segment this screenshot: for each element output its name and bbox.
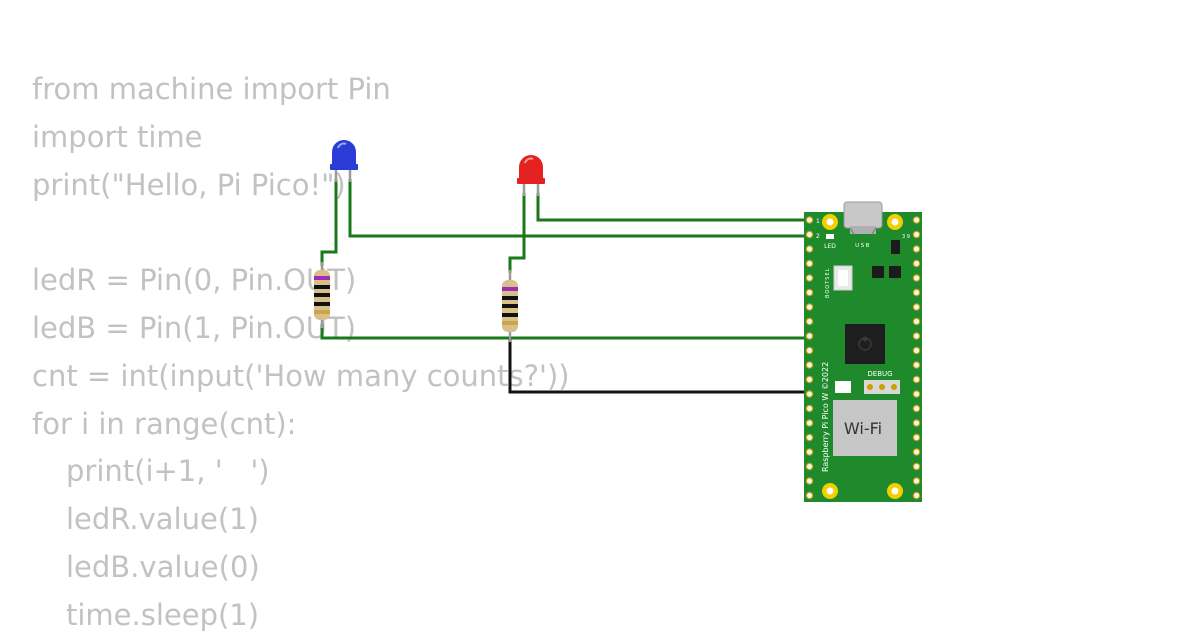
header-pin[interactable] (912, 332, 921, 340)
header-pin[interactable] (805, 491, 814, 500)
wires (320, 178, 814, 394)
header-pin[interactable] (805, 433, 814, 442)
onboard-led (826, 234, 834, 239)
code-line: cnt = int(input('How many counts?')) (32, 358, 570, 393)
header-pin[interactable] (805, 404, 814, 413)
header-pin[interactable] (805, 274, 814, 282)
header-pin[interactable] (912, 448, 921, 456)
rp2040-chip (845, 324, 885, 364)
code-line: for i in range(cnt): (32, 406, 297, 441)
code-listing: from machine import Pin import time print(… (32, 66, 570, 640)
header-pin[interactable] (805, 477, 814, 485)
header-pin[interactable] (912, 274, 921, 282)
code-line: from machine import Pin (32, 72, 391, 106)
resistor-blue-led[interactable] (314, 262, 330, 328)
header-pin[interactable] (912, 361, 921, 369)
header-pin[interactable] (912, 404, 921, 413)
header-pin[interactable] (805, 390, 814, 398)
code-line: ledR = Pin(0, Pin.OUT) (32, 263, 357, 298)
header-pin[interactable] (805, 375, 814, 384)
header-pin[interactable] (912, 288, 921, 297)
mounting-holes (822, 214, 903, 499)
pico-w-board[interactable]: LED USB 1 2 3 9 BOOTSEL DEBUG (804, 201, 922, 502)
blue-led[interactable] (330, 140, 358, 182)
bootsel-label: BOOTSEL (825, 268, 831, 298)
header-pin[interactable] (805, 346, 814, 355)
header-pin[interactable] (912, 477, 921, 485)
flash-chip-2 (889, 266, 901, 278)
red-led[interactable] (517, 155, 545, 196)
code-line: time.sleep(1) (66, 597, 260, 632)
debug-header (864, 380, 900, 394)
header-pin[interactable] (805, 419, 814, 427)
debug-label: DEBUG (867, 370, 892, 378)
header-pin[interactable] (912, 419, 921, 427)
code-line: ledB.value(0) (66, 549, 260, 584)
header-pin[interactable] (805, 288, 814, 297)
wire-red-resistor-to-ground (508, 336, 810, 394)
header-pin[interactable] (805, 448, 814, 456)
header-pin[interactable] (805, 332, 814, 340)
header-pin[interactable] (912, 375, 921, 384)
resistor-red-led[interactable] (502, 270, 518, 342)
header-pin[interactable] (912, 245, 921, 253)
usb-port (843, 201, 883, 235)
header-pin[interactable] (912, 317, 921, 326)
header-pin[interactable] (805, 230, 814, 239)
pin2-label: 2 (816, 233, 820, 240)
header-pin[interactable] (912, 303, 921, 311)
wifi-module: Wi-Fi (833, 400, 897, 456)
left-header-pins (805, 216, 814, 500)
header-pin[interactable] (912, 230, 921, 239)
small-pad (835, 381, 851, 393)
header-pin[interactable] (912, 216, 921, 224)
header-pin[interactable] (912, 390, 921, 398)
header-pin[interactable] (805, 259, 814, 268)
header-pin[interactable] (912, 491, 921, 500)
header-pin[interactable] (912, 462, 921, 471)
code-line: print(i+1, ' ') (66, 454, 270, 489)
header-pin[interactable] (912, 433, 921, 442)
wire-blue-led-to-gp1 (348, 178, 814, 238)
regulator-chip (891, 240, 900, 254)
led-label: LED (824, 243, 836, 250)
usb-label: USB (855, 243, 871, 249)
header-pin[interactable] (805, 216, 814, 224)
code-line: ledR.value(1) (66, 502, 259, 537)
pin39-label: 3 9 (902, 234, 910, 240)
bootsel-button[interactable] (833, 265, 853, 291)
flash-chip-1 (872, 266, 884, 278)
board-model-text: Raspberry Pi Pico W ©2022 (821, 362, 830, 472)
wire-blue-resistor-to-ground (320, 323, 810, 340)
code-line: ledB = Pin(1, Pin.OUT) (32, 310, 357, 345)
header-pin[interactable] (805, 317, 814, 326)
pin1-label: 1 (816, 218, 820, 225)
header-pin[interactable] (912, 259, 921, 268)
wire-red-led-to-resistor (508, 192, 526, 274)
header-pin[interactable] (912, 346, 921, 355)
header-pin[interactable] (805, 303, 814, 311)
header-pin[interactable] (805, 462, 814, 471)
led-icon (330, 140, 358, 170)
right-header-pins (912, 216, 921, 500)
code-line: import time (32, 119, 203, 154)
wifi-label: Wi-Fi (844, 419, 882, 438)
wire-red-led-to-gp0 (536, 192, 814, 222)
led-icon (517, 155, 545, 184)
header-pin[interactable] (805, 361, 814, 369)
wire-blue-led-to-resistor (320, 178, 338, 267)
code-line: print("Hello, Pi Pico!") (32, 167, 346, 202)
header-pin[interactable] (805, 245, 814, 253)
